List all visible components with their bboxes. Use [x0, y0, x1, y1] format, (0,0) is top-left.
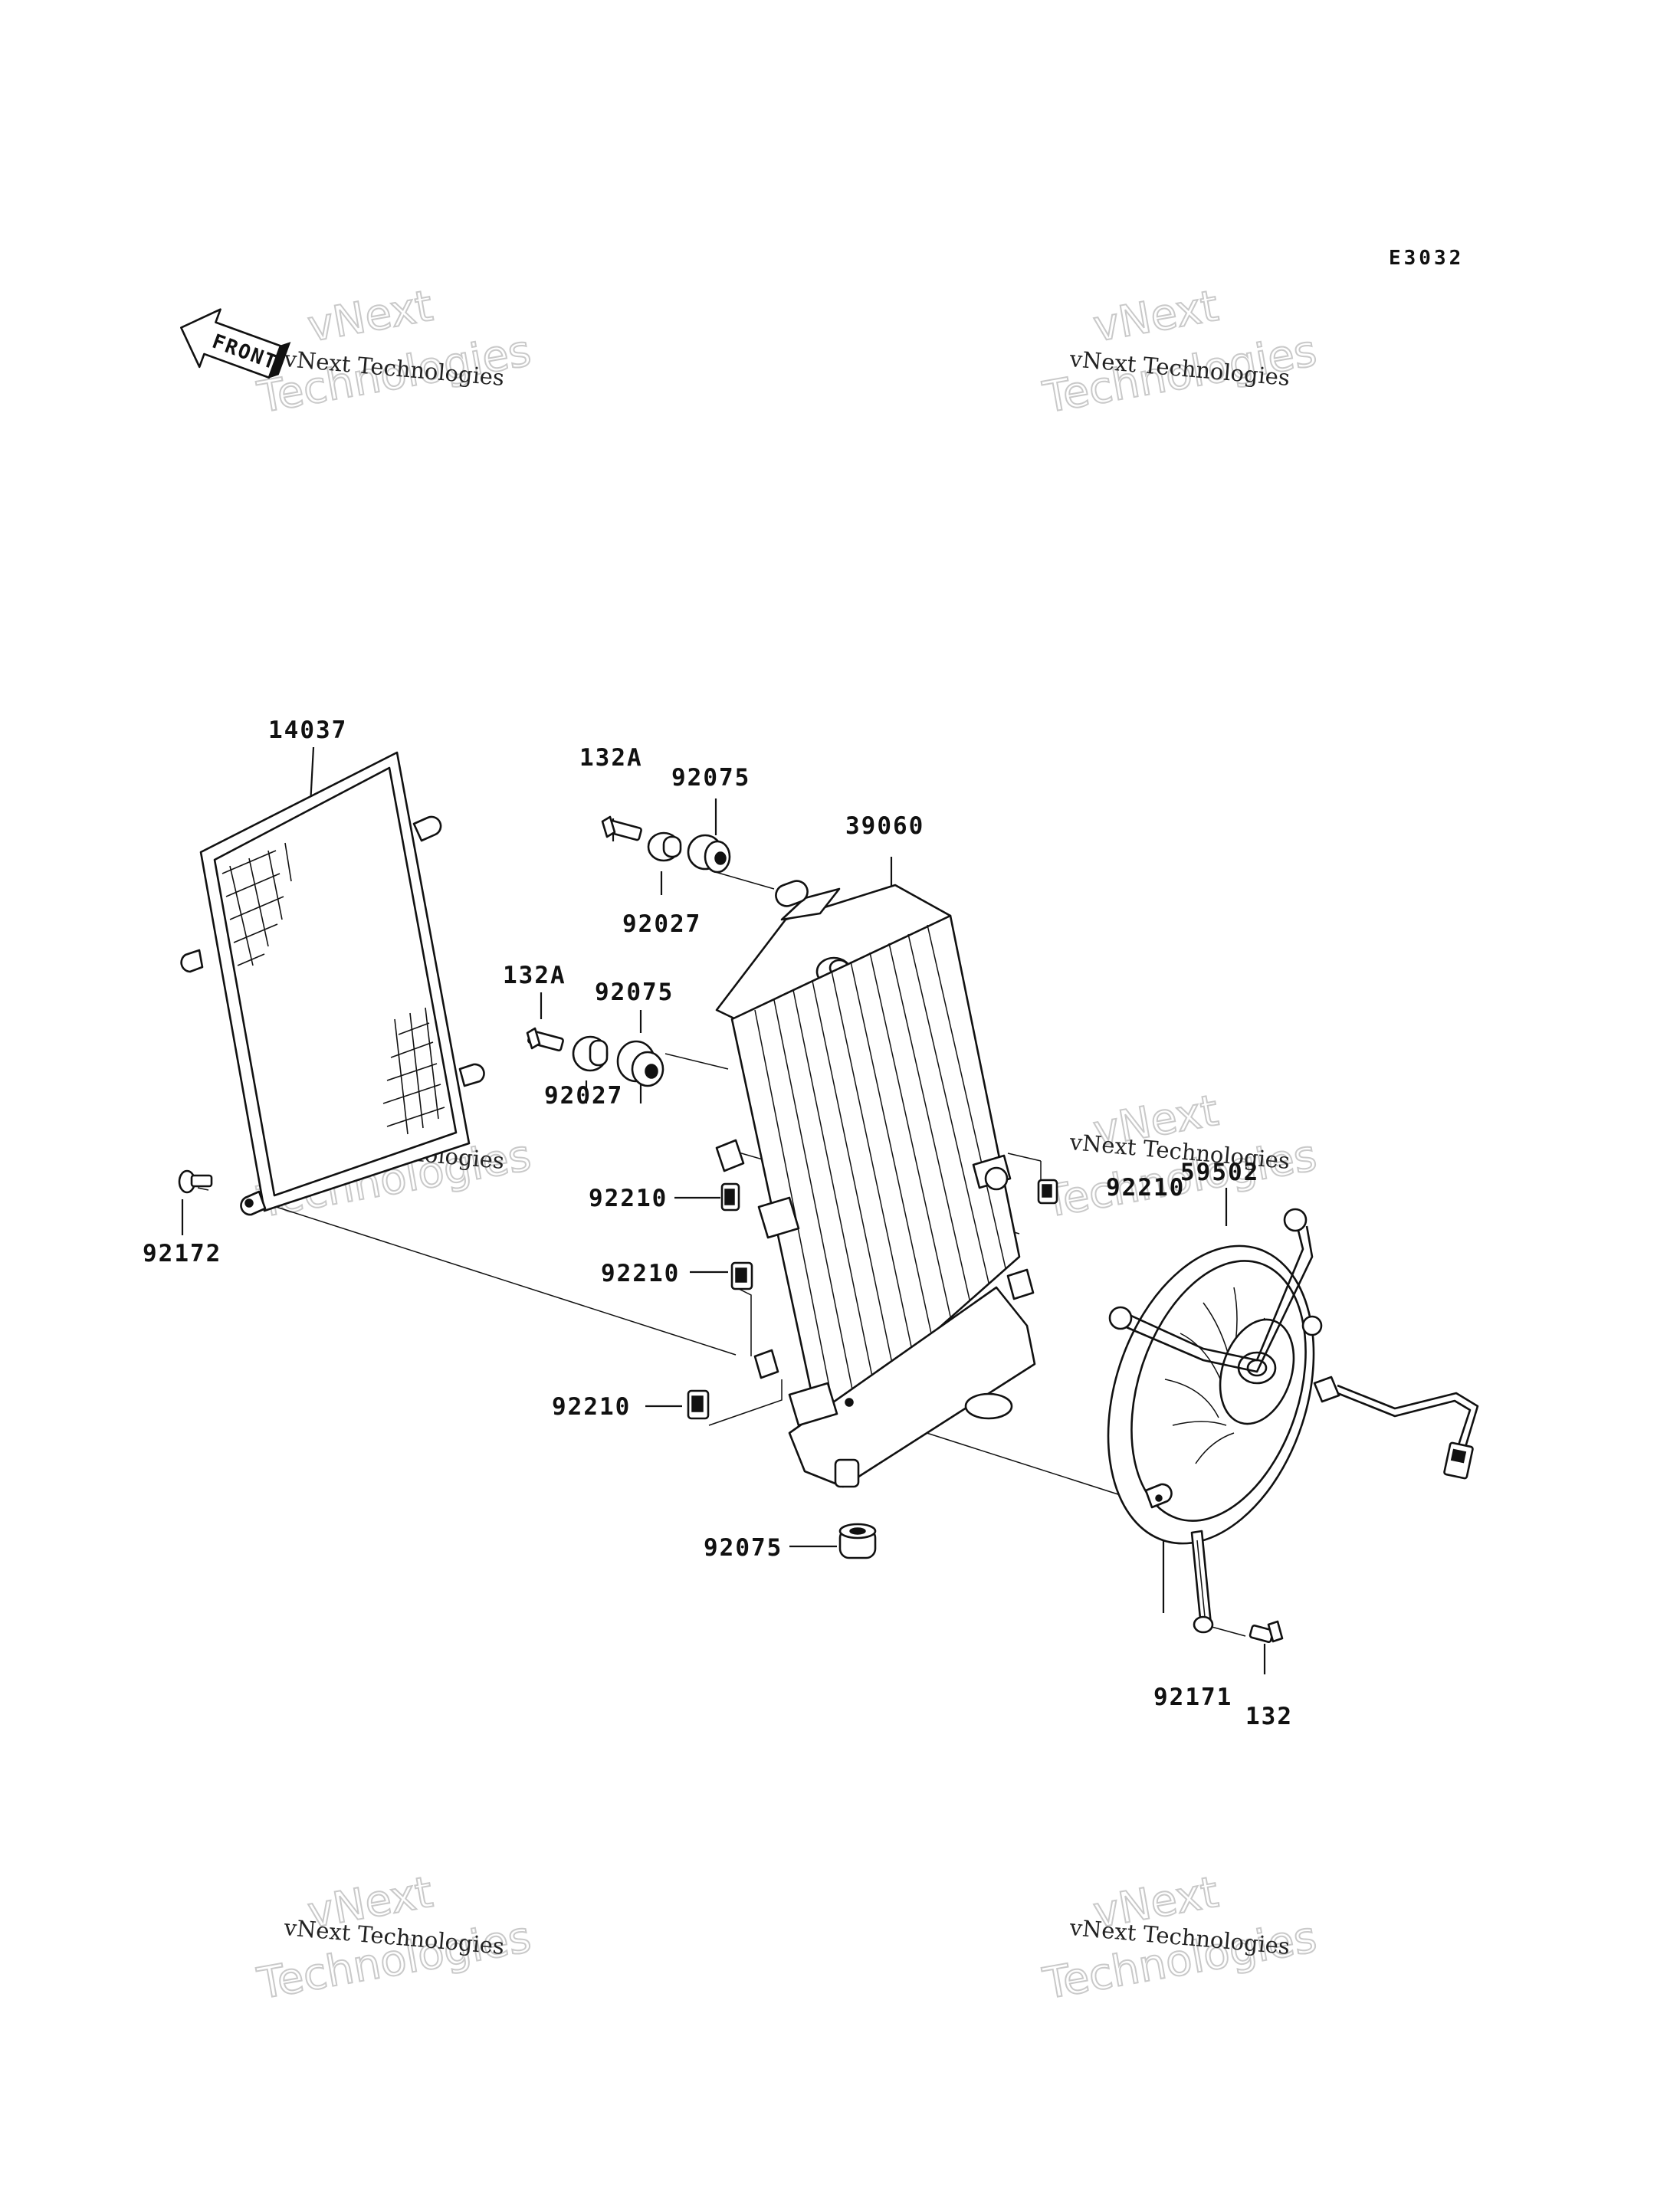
part-label: 59502 [1180, 1159, 1259, 1186]
part-label: 92210 [601, 1260, 680, 1287]
radiator-cover-14037 [180, 751, 485, 1216]
clip-nut-92210 [730, 1261, 753, 1290]
cover-tab [458, 1063, 485, 1087]
grommet-92075-upper [687, 834, 731, 874]
clip-nut-92210 [720, 1182, 740, 1212]
grommet-92075-bottom [838, 1523, 877, 1559]
cover-tab [180, 949, 204, 973]
bolt-92172 [178, 1169, 213, 1194]
part-label: 92172 [143, 1240, 221, 1267]
part-labels: 14037 132A 92075 39060 92027 132A 92075 … [143, 716, 1293, 1730]
part-label: 92210 [589, 1185, 668, 1212]
bolt-132A-lower [526, 1027, 564, 1052]
radiator-bracket [715, 1139, 745, 1172]
watermark-big-1: vNext [1090, 281, 1222, 352]
bolt-132A-upper [601, 815, 642, 841]
diagram-code: E3032 [1389, 247, 1464, 270]
radiator-bracket [753, 1349, 779, 1379]
clip-nut-92210 [687, 1389, 710, 1420]
radiator-bracket [1006, 1268, 1035, 1300]
grommet-92075-lower [616, 1040, 664, 1087]
part-label: 92171 [1153, 1684, 1232, 1711]
clip-nut-92210 [1037, 1179, 1058, 1205]
radiator-bracket [788, 1382, 838, 1427]
watermark: vNext Technologies [1039, 280, 1321, 424]
part-label: 132A [503, 962, 566, 989]
part-label: 92075 [595, 979, 674, 1006]
part-label: 92210 [1106, 1174, 1185, 1202]
part-label: 92075 [671, 764, 750, 792]
part-label: 92075 [704, 1534, 783, 1562]
radiator-39060 [715, 880, 1036, 1488]
stay-92171 [1190, 1530, 1214, 1634]
part-label: 92027 [622, 910, 701, 938]
watermark-big-1: vNext [304, 281, 436, 352]
bolt-132 [1249, 1620, 1284, 1643]
cover-mesh-bottom [382, 1007, 445, 1135]
part-label: 39060 [845, 812, 924, 840]
part-label: 92210 [552, 1393, 631, 1421]
cover-tab [412, 815, 442, 842]
collar-92027-lower [572, 1035, 609, 1072]
collar-92027-upper [647, 831, 682, 862]
part-label: 14037 [268, 716, 347, 744]
fan-assembly-59502 [1107, 1208, 1479, 1545]
part-label: 92027 [544, 1082, 623, 1110]
part-label: 132 [1245, 1703, 1293, 1730]
part-label: 132A [579, 744, 643, 772]
radiator-bracket [757, 1196, 800, 1239]
cover-mesh-top [221, 842, 292, 966]
